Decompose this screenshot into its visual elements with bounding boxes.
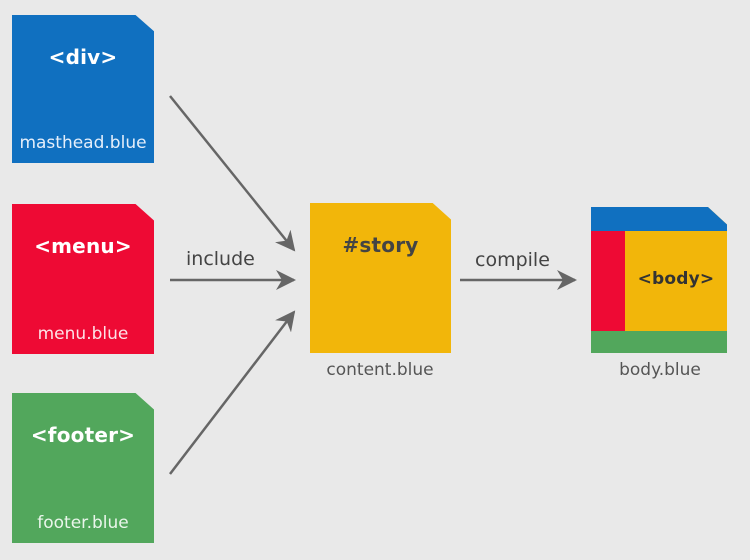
masthead-file: <div> masthead.blue <box>12 15 154 163</box>
menu-tag: <menu> <box>34 234 132 258</box>
content-tag: #story <box>342 233 419 257</box>
masthead-tag: <div> <box>48 45 118 69</box>
content-filename: content.blue <box>326 360 434 380</box>
body-masthead-band <box>591 207 727 231</box>
masthead-filename: masthead.blue <box>19 133 147 153</box>
compile-label: compile <box>475 249 550 271</box>
body-filename: body.blue <box>619 360 701 380</box>
include-label: include <box>186 248 255 270</box>
arrow-masthead-to-content <box>169 95 296 252</box>
body-file: <body> <box>591 207 727 353</box>
body-tag: <body> <box>637 269 715 289</box>
menu-filename: menu.blue <box>37 324 129 344</box>
content-file: #story <box>310 203 451 353</box>
body-footer-band <box>591 331 727 353</box>
footer-file: <footer> footer.blue <box>12 393 154 543</box>
arrow-footer-to-content <box>169 310 296 475</box>
footer-tag: <footer> <box>30 423 136 447</box>
footer-filename: footer.blue <box>37 513 129 533</box>
menu-file: <menu> menu.blue <box>12 204 154 354</box>
body-menu-band <box>591 231 625 331</box>
